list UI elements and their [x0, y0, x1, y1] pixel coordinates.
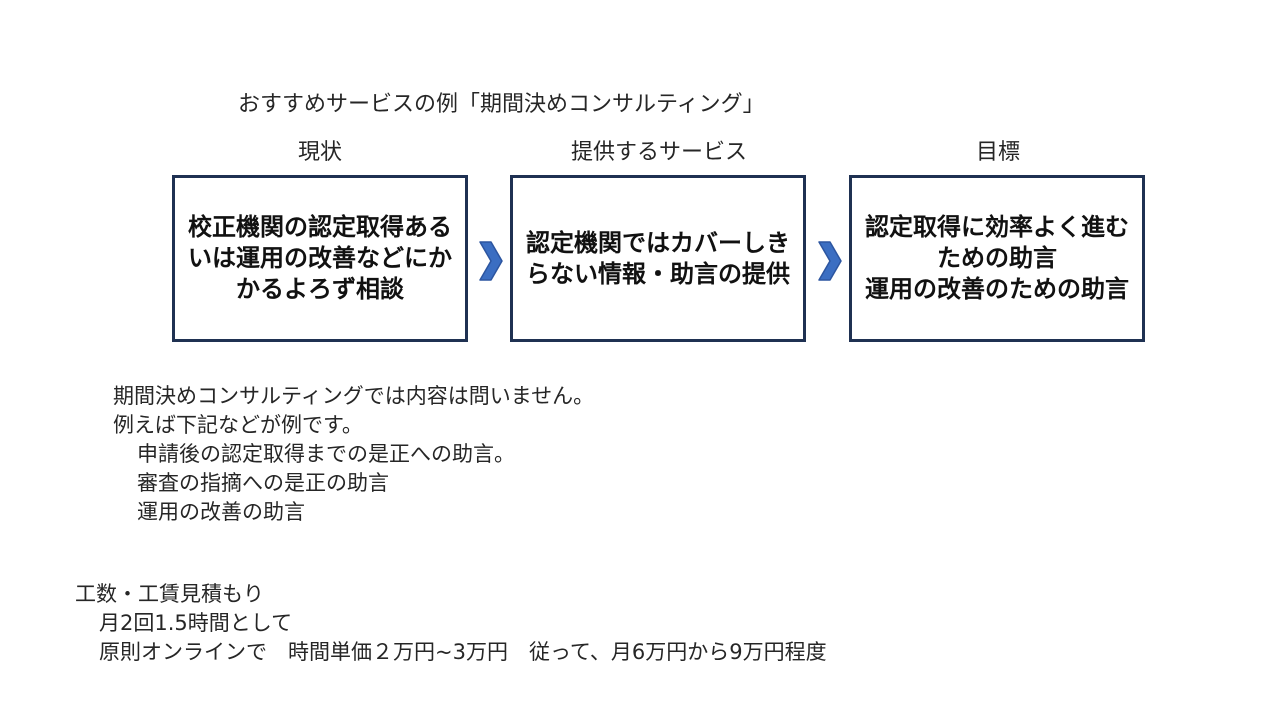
- chevron-right-icon: [818, 241, 842, 281]
- example-item: 運用の改善の助言: [137, 500, 305, 524]
- heading-goal: 目標: [975, 140, 1020, 165]
- page-title: おすすめサービスの例「期間決めコンサルティング」: [238, 92, 765, 117]
- estimate-heading: 工数・工賃見積もり: [75, 582, 264, 606]
- current-state-box: 校正機関の認定取得あるいは運用の改善などにかかるよろず相談: [172, 175, 468, 342]
- heading-current: 現状: [297, 140, 342, 165]
- goal-text-line-2: 運用の改善のための助言: [865, 275, 1129, 303]
- goal-text-line-1: 認定取得に効率よく進むための助言: [865, 213, 1129, 272]
- example-item: 審査の指摘への是正の助言: [137, 471, 389, 495]
- goal-text: 認定取得に効率よく進むための助言 運用の改善のための助言: [858, 212, 1136, 305]
- estimate-line-2: 原則オンラインで 時間単価２万円~3万円 従って、月6万円から9万円程度: [99, 640, 827, 664]
- current-state-text: 校正機関の認定取得あるいは運用の改善などにかかるよろず相談: [188, 213, 452, 303]
- service-box: 認定機関ではカバーしきらない情報・助言の提供: [510, 175, 806, 342]
- chevron-right-icon: [479, 241, 503, 281]
- goal-box: 認定取得に効率よく進むための助言 運用の改善のための助言: [849, 175, 1145, 342]
- heading-service: 提供するサービス: [570, 140, 747, 165]
- example-item: 申請後の認定取得までの是正への助言。: [137, 442, 515, 466]
- service-text: 認定機関ではカバーしきらない情報・助言の提供: [526, 228, 790, 288]
- description-line-1: 期間決めコンサルティングでは内容は問いません。: [113, 384, 595, 408]
- description-line-2: 例えば下記などが例です。: [113, 413, 363, 437]
- estimate-line-1: 月2回1.5時間として: [99, 611, 293, 635]
